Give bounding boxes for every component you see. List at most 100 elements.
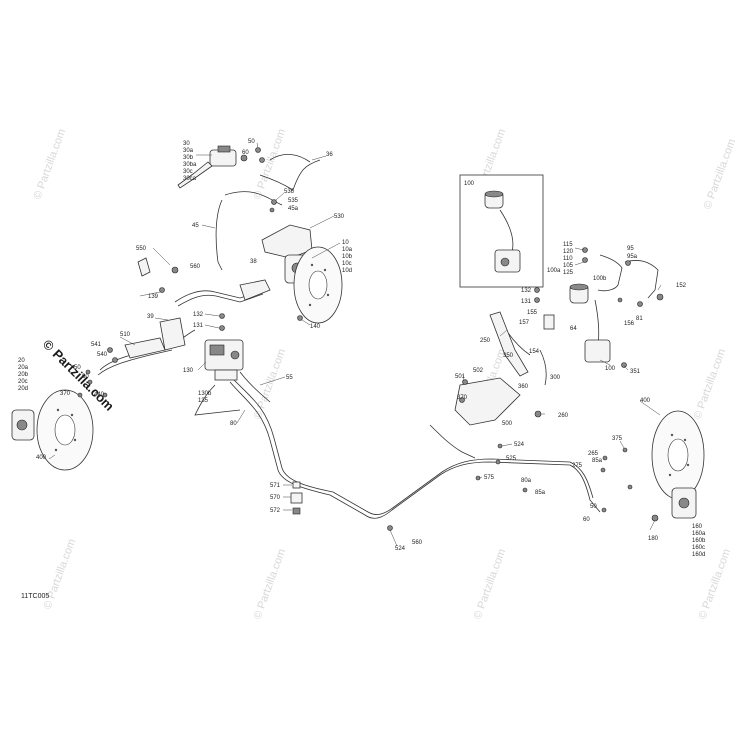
part-label: 30c	[183, 169, 193, 175]
watermark: © Partzilla.com	[697, 547, 734, 621]
part-label: 155	[527, 310, 538, 316]
part-label: 10b	[342, 254, 353, 260]
part-label: 351	[630, 369, 641, 375]
connector-572	[292, 507, 301, 515]
part-label: 510	[120, 332, 131, 338]
part-label: 525	[506, 456, 517, 462]
part-label: 45	[192, 223, 199, 229]
part-label: 160a	[692, 531, 706, 537]
brake-lines	[97, 153, 659, 519]
part-label: 30b	[183, 155, 194, 161]
fitting	[107, 347, 113, 353]
part-label: 550	[136, 246, 147, 252]
fitting	[497, 443, 503, 449]
fitting	[171, 266, 179, 274]
part-label: 540	[97, 352, 108, 358]
part-label: 139	[148, 294, 159, 300]
part-label: 85a	[592, 458, 603, 464]
rear-right-disc	[651, 410, 705, 500]
part-label: 10c	[342, 261, 352, 267]
part-label: 30	[183, 141, 190, 147]
part-label: 95	[627, 246, 634, 252]
part-label: 100a	[547, 268, 561, 274]
fitting	[534, 297, 540, 303]
bracket-39	[159, 317, 186, 351]
part-label: 20b	[18, 372, 29, 378]
part-labels: 30 30a 30b 30ba 30c 30ca 50 60 36 536 53…	[18, 139, 706, 558]
fitting	[219, 325, 225, 331]
front-left-caliper	[11, 409, 35, 441]
connector-571	[292, 481, 301, 489]
fitting	[582, 247, 588, 253]
part-label: 560	[412, 540, 423, 546]
part-label: 140	[310, 324, 321, 330]
fitting	[159, 287, 165, 293]
fitting	[601, 507, 607, 513]
fitting	[259, 157, 265, 163]
part-label: 45a	[288, 206, 299, 212]
part-label: 20a	[18, 365, 29, 371]
part-label: 154	[529, 349, 540, 355]
part-label: 20c	[18, 379, 28, 385]
watermark: © Partzilla.com	[252, 127, 289, 201]
fitting	[625, 260, 631, 266]
part-label: 80a	[521, 478, 532, 484]
part-label: 375	[612, 436, 623, 442]
part-label: 265	[588, 451, 599, 457]
fitting	[112, 357, 118, 363]
part-label: 64	[570, 326, 577, 332]
part-label: 440	[94, 392, 105, 398]
part-label: 132	[521, 288, 532, 294]
fitting	[219, 313, 225, 319]
part-label: 120	[563, 249, 574, 255]
part-label: 60	[82, 374, 89, 380]
part-label: 524	[514, 442, 525, 448]
part-label: 130b	[198, 391, 212, 397]
part-label: 10d	[342, 268, 352, 274]
part-label: 131	[193, 323, 204, 329]
part-label: 260	[558, 413, 569, 419]
part-label: 36	[326, 152, 333, 158]
part-label: 115	[563, 242, 573, 248]
part-label: 10a	[342, 247, 353, 253]
part-label: 60	[242, 150, 249, 156]
part-label: 39	[147, 314, 154, 320]
part-label: 250	[480, 338, 491, 344]
part-label: 100b	[593, 276, 607, 282]
part-label: 105	[563, 263, 574, 269]
part-label: 360	[518, 384, 529, 390]
part-label: 95a	[627, 254, 638, 260]
diagram-code: 11TC005	[21, 593, 49, 600]
connector-570	[290, 492, 303, 504]
rear-right-caliper	[671, 487, 697, 519]
watermark: © Partzilla.com	[32, 127, 69, 201]
part-label: 30ba	[183, 162, 197, 168]
part-label: 570	[270, 495, 281, 501]
fitting	[387, 525, 393, 531]
part-label: 30ca	[183, 176, 197, 182]
part-label: 20d	[18, 386, 28, 392]
part-label: 160c	[692, 545, 705, 551]
fitting	[255, 147, 261, 153]
fitting	[651, 514, 659, 522]
part-label: 350	[503, 353, 514, 359]
part-label: 132	[193, 312, 204, 318]
fitting	[627, 484, 633, 490]
fitting	[269, 207, 275, 213]
part-label: 85a	[535, 490, 546, 496]
part-label: 180	[648, 536, 659, 542]
leader-lines	[48, 142, 662, 547]
fitting	[475, 475, 481, 481]
fitting	[602, 455, 608, 461]
inset-box: 100	[459, 174, 544, 288]
part-label: 50	[248, 139, 255, 145]
front-right-disc	[293, 246, 343, 324]
part-label: 152	[676, 283, 687, 289]
watermark: © Partzilla.com	[252, 547, 289, 621]
part-label: 160d	[692, 552, 705, 558]
part-label: 100	[605, 366, 616, 372]
part-label: 572	[270, 508, 281, 514]
part-label: 81	[636, 316, 643, 322]
part-label: 160b	[692, 538, 706, 544]
part-label: 275	[572, 463, 583, 469]
